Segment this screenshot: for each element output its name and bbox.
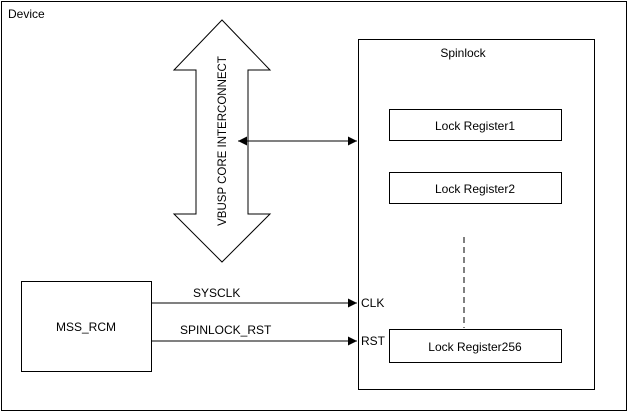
interconnect-label: VBUSP CORE INTERCONNECT [217, 56, 229, 226]
lock-register-2-label: Lock Register2 [435, 182, 515, 196]
lock-register-256-label: Lock Register256 [428, 340, 522, 354]
lock-register-256-box [389, 329, 562, 363]
lock-register-1-label: Lock Register1 [435, 119, 515, 133]
interconnect-double-arrow [172, 19, 272, 263]
spinlock-label: Spinlock [440, 46, 486, 60]
clk-port-label: CLK [361, 296, 384, 310]
mss-rcm-label: MSS_RCM [56, 320, 116, 334]
mss-rcm-block [21, 281, 152, 372]
rst-port-label: RST [361, 334, 386, 348]
spinlock-block [358, 39, 595, 390]
lock-register-2-box [389, 172, 562, 204]
sysclk-label: SYSCLK [193, 286, 240, 300]
spinlock-rst-label: SPINLOCK_RST [180, 323, 272, 337]
device-label: Device [8, 7, 45, 21]
lock-register-1-box [389, 109, 562, 141]
